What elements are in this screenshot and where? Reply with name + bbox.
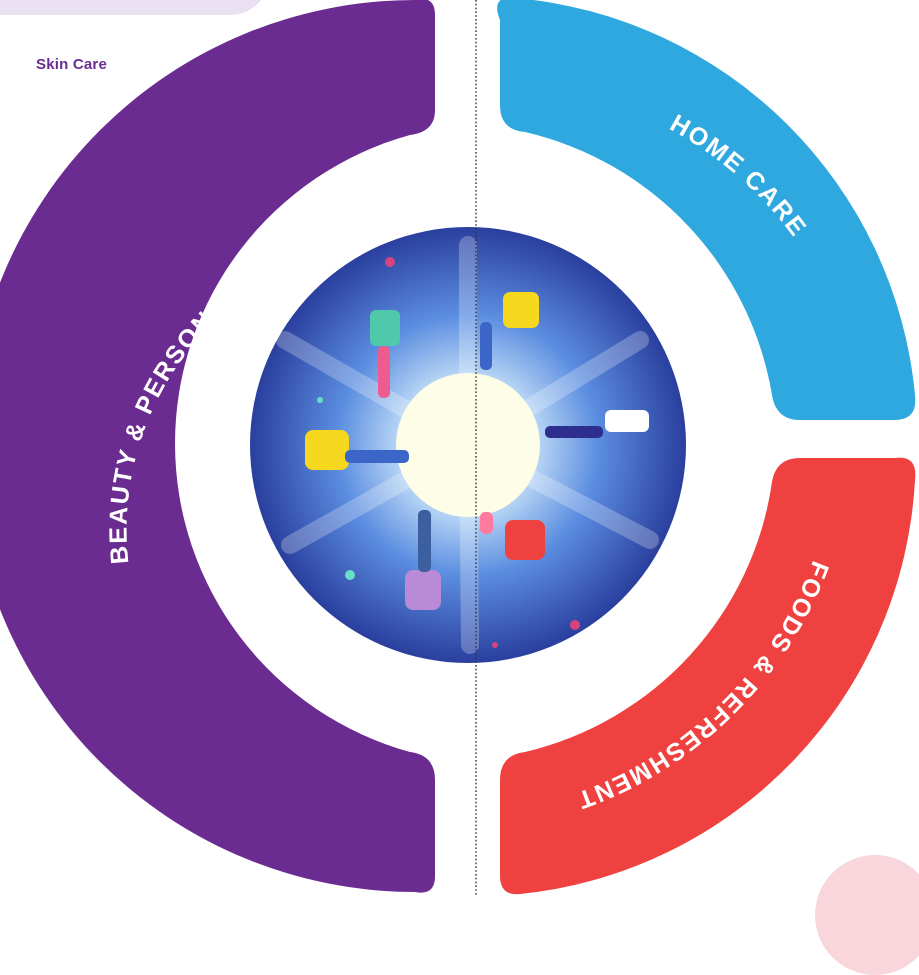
foods-refreshment-segment[interactable]	[500, 457, 916, 895]
beauty-personal-care-segment[interactable]	[0, 0, 435, 893]
home-care-segment[interactable]	[497, 0, 916, 420]
skin-care-label[interactable]: Skin Care	[36, 56, 107, 73]
people-floating-around-light-icon	[250, 227, 686, 663]
category-wheel-diagram: BEAUTY & PERSONAL CARE HOME CARE FOODS &…	[0, 0, 916, 896]
top-tab-shape	[0, 0, 270, 15]
